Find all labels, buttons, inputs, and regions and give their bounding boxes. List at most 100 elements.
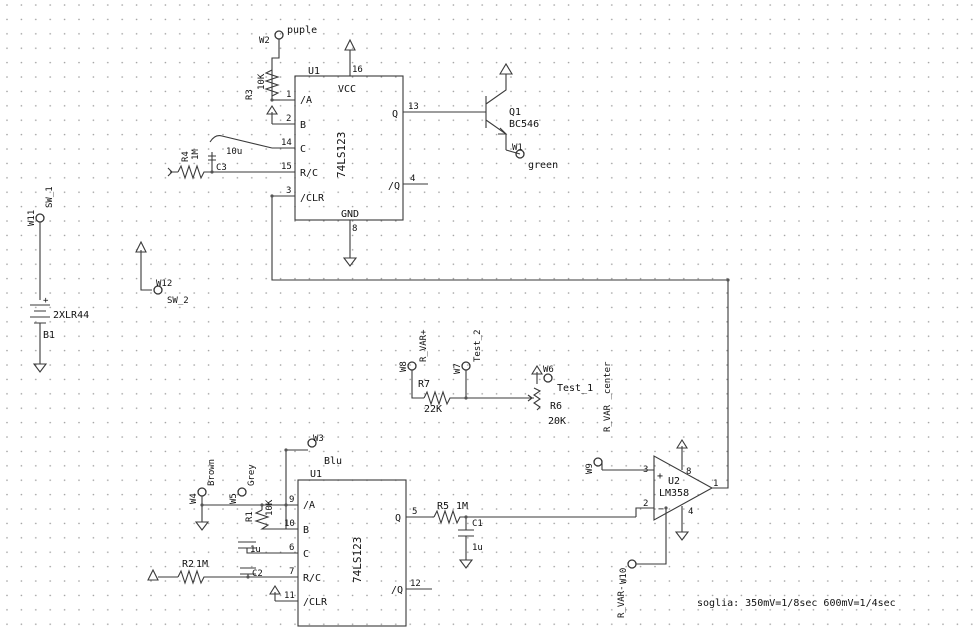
u1-bottom-label-a: /A [303,500,315,511]
b1-plus: + [43,296,49,306]
w2-ref: W2 [259,36,270,46]
r1-resistor-icon[interactable] [254,509,275,530]
u1-top-label-clr: /CLR [300,193,325,204]
u1-bottom-label-q: Q [395,513,401,524]
u2-pin4: 4 [688,507,693,517]
b1-ref: B1 [43,330,55,341]
u1-top-chip[interactable]: U1 VCC GND 74LS123 /A B C R/C /CLR Q /Q … [272,50,430,258]
u1-top-label-b: B [300,120,306,131]
r1-ref: R1 [245,511,255,522]
r2-resistor-icon[interactable] [177,569,275,585]
w2-name: puple [287,25,317,36]
r4-value: 1M [191,149,201,160]
r4-resistor-icon[interactable] [177,164,212,180]
r3-value: 10K [257,73,267,90]
u1-top-pin1: 1 [286,90,291,100]
u1-top-ref: U1 [308,66,320,77]
vcc-arrow-u1-top [344,38,356,51]
u1-bottom-pin11: 11 [284,591,295,601]
b1-value: 2XLR44 [53,310,89,321]
w5-terminal-icon[interactable] [237,487,247,497]
r7-ref: R7 [418,379,430,390]
u1-bottom-part-label: 74LS123 [351,537,364,583]
u2-pin8: 8 [686,467,691,477]
u1-top-pin14: 14 [281,138,292,148]
w4-name: Brown [207,459,217,486]
vcc-arrow-w12 [135,240,147,253]
c2-upper-capacitor-icon[interactable] [238,541,275,554]
w12-terminal-icon[interactable] [153,285,163,295]
u1-bottom-pin5: 5 [412,507,417,517]
c1-capacitor-icon[interactable] [458,529,474,560]
w8-name: R_VAR+ [419,329,429,362]
w7-ref: W7 [453,363,463,374]
u1-top-label-c: C [300,144,306,155]
w5-name: Grey [247,464,257,486]
r6-value: 20K [548,416,566,427]
w6-terminal-icon[interactable] [543,373,553,383]
w4-ref: W4 [189,493,199,504]
r3-resistor-icon[interactable] [264,69,280,97]
vcc-arrow-r4 [167,167,173,177]
u1-top-part-label: 74LS123 [335,132,348,178]
r3-ref: R3 [245,89,255,100]
u2-plus: + [657,471,663,482]
u1-bottom-pin6: 6 [289,543,294,553]
w11-ref: W11 [27,210,37,226]
u2-pin2: 2 [643,499,648,509]
w10-name: R_VAR- [617,585,627,618]
r6-ref: R6 [550,401,562,412]
w6-extra-label: R_VAR _center [603,361,613,432]
w12-ref: W12 [156,279,172,289]
u1-bottom-ref: U1 [310,469,322,480]
r7-resistor-icon[interactable] [423,390,534,406]
u1-bottom-label-qn: /Q [391,585,403,596]
q1-part: BC546 [509,119,539,130]
r1-value: 10K [265,499,275,516]
b1-battery-icon[interactable] [30,304,50,324]
vcc-arrow-pin11 [269,584,281,595]
w1-terminal-icon[interactable] [515,149,525,159]
u2-ref: U2 [668,476,680,487]
w1-name: green [528,160,558,171]
vcc-arrow-r6 [531,364,543,375]
vcc-arrow-pin2 [266,104,278,115]
w1-ref: W1 [512,143,523,153]
u1-top-label-qn: /Q [388,181,400,192]
r5-ref: R5 [437,501,449,512]
gnd-symbol-u2 [674,531,690,541]
u1-bottom-pin10: 10 [284,519,295,529]
r4-ref: R4 [181,151,191,162]
c3-capacitor-icon[interactable] [208,152,216,162]
r7-value: 22K [424,404,442,415]
w12-name: SW_2 [167,296,189,306]
w11-name: SW_1 [45,186,55,208]
w9-ref: W9 [585,463,595,474]
u2-minus: − [658,504,664,515]
c3-value: 10u [226,147,242,157]
r5-resistor-icon[interactable] [433,509,636,525]
u1-top-pin3: 3 [286,186,291,196]
q1-transistor-icon[interactable] [430,62,513,150]
u1-bottom-label-c: C [303,549,309,560]
u1-bottom-label-b: B [303,525,309,536]
c3-ref: C3 [216,163,227,173]
u1-top-pin16: 16 [352,65,363,75]
u1-top-pin8: 8 [352,224,357,234]
vcc-arrow-r2 [147,568,159,581]
u1-bottom-pin7: 7 [289,567,294,577]
gnd-symbol-c1 [458,559,474,569]
w3-terminal-icon[interactable] [307,438,317,448]
u1-bottom-chip[interactable]: U1 74LS123 /A B C R/C /CLR Q /Q 9 10 6 7… [275,469,432,627]
r2-value: 1M [196,559,208,570]
w10-ref: W10 [619,568,629,584]
u2-opamp-icon[interactable] [653,455,714,521]
u1-bottom-pin9: 9 [289,495,294,505]
gnd-symbol-u1-top [342,257,358,267]
r6-potentiometer-icon[interactable] [526,387,542,411]
threshold-note: soglia: 350mV=1/8sec 600mV=1/4sec [697,598,896,609]
u1-top-label-rc: R/C [300,168,318,179]
c1-value: 1u [472,543,483,553]
u1-top-pin2: 2 [286,114,291,124]
